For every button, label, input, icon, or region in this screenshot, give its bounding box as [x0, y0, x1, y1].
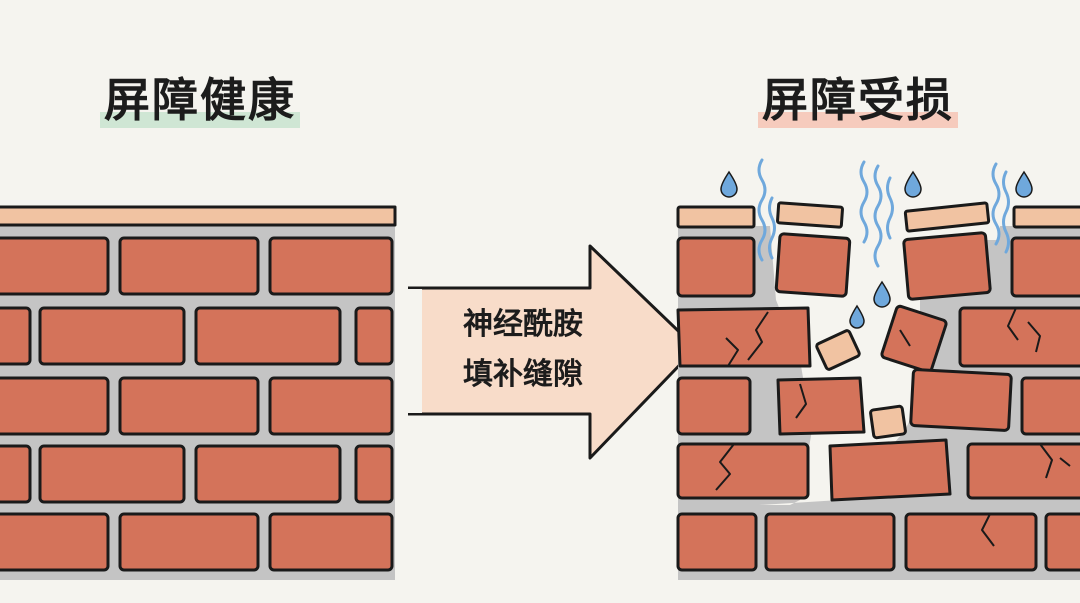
healthy-title-highlight: [100, 112, 300, 128]
brick: [0, 444, 32, 504]
brick: [354, 444, 394, 504]
loose-brick-fragment: [815, 329, 861, 371]
water-drop-icon: [1015, 170, 1033, 198]
brick: [194, 306, 342, 366]
brick: [118, 376, 260, 436]
water-drop-icon: [720, 170, 738, 198]
brick: [194, 444, 342, 504]
brick: [676, 376, 752, 436]
water-droplets: [720, 170, 1033, 329]
damaged-barrier-title: 屏障受损: [758, 70, 958, 130]
brick: [0, 512, 110, 572]
brick: [828, 438, 952, 502]
ceramide-arrow: [402, 244, 698, 460]
water-loss-indicators: [720, 158, 1033, 329]
brick: [909, 368, 1013, 432]
brick: [118, 512, 260, 572]
brick: [676, 236, 756, 298]
brick: [904, 512, 1038, 572]
loose-brick-fragment: [869, 404, 907, 440]
damaged-cap-2: [776, 201, 844, 229]
damaged-brick-wall: [676, 201, 1080, 580]
damaged-cap-1: [676, 205, 756, 229]
brick: [1020, 376, 1080, 436]
brick: [268, 376, 394, 436]
brick: [0, 236, 110, 296]
damaged-cap-4: [1012, 205, 1080, 229]
brick: [38, 306, 186, 366]
arrow-label-line-2: 填补缝隙: [463, 357, 583, 392]
water-drop-icon: [904, 170, 922, 198]
brick: [268, 512, 394, 572]
brick: [774, 232, 852, 298]
brick: [676, 306, 812, 368]
healthy-brick-wall: [0, 205, 397, 580]
brick: [764, 512, 896, 572]
healthy-barrier-title: 屏障健康: [100, 70, 300, 130]
brick: [1010, 236, 1080, 298]
brick: [0, 376, 110, 436]
damaged-title-highlight: [758, 112, 958, 128]
brick: [676, 442, 810, 500]
brick: [118, 236, 260, 296]
water-drop-icon: [849, 304, 865, 329]
brick: [966, 442, 1080, 500]
damaged-cap-3: [903, 201, 991, 233]
arrow-label-line-1: 神经酰胺: [463, 307, 583, 342]
evaporation-waves: [757, 158, 1010, 268]
brick: [776, 376, 866, 436]
brick: [268, 236, 394, 296]
water-drop-icon: [873, 280, 891, 308]
brick: [1044, 512, 1080, 572]
brick: [880, 304, 948, 374]
brick: [676, 512, 758, 572]
healthy-wall-cap: [0, 205, 397, 227]
brick: [38, 444, 186, 504]
brick-cracks: [715, 307, 1071, 547]
brick: [354, 306, 394, 366]
brick: [958, 306, 1080, 368]
brick: [902, 231, 992, 301]
brick: [0, 306, 32, 366]
